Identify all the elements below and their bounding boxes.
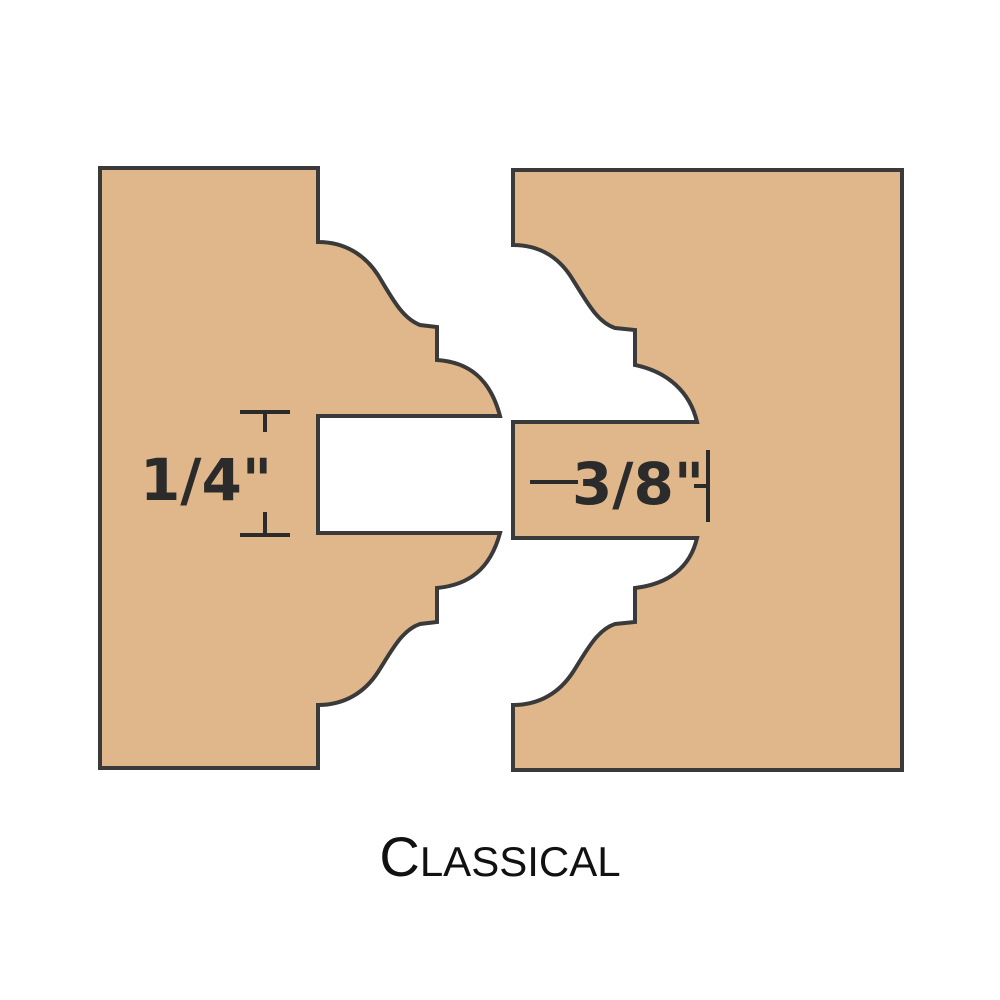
tongue-length-dimension: 3/8" bbox=[530, 450, 710, 522]
tongue-length-label: 3/8" bbox=[572, 450, 704, 518]
caption-first-letter: C bbox=[379, 825, 419, 888]
groove-width-label: 1/4" bbox=[140, 446, 272, 514]
caption-rest: LASSICAL bbox=[420, 838, 621, 885]
groove-width-dimension: 1/4" bbox=[140, 410, 290, 537]
left-stile-profile bbox=[98, 166, 503, 770]
profile-caption: CLASSICAL bbox=[379, 825, 620, 888]
